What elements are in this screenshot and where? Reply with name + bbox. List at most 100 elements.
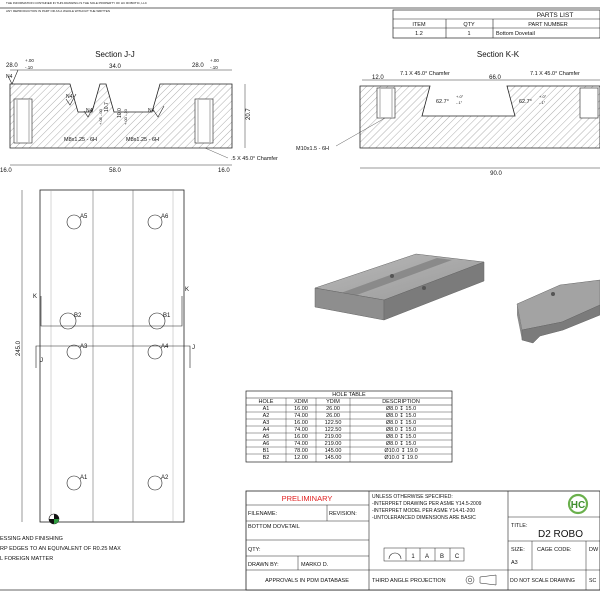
- cut-label-k-left: K: [33, 294, 37, 300]
- hole-table-cell: 16.00: [294, 406, 308, 412]
- hole-table-cell: 26.00: [326, 413, 340, 419]
- hole-marker: [148, 312, 166, 330]
- iso-hole: [551, 292, 555, 296]
- hole-a3: A3: [66, 344, 88, 360]
- proprietary-line-1: THE INFORMATION CONTAINED IN THIS DRAWIN…: [6, 1, 148, 5]
- fcf-cell: A: [425, 554, 429, 560]
- kk-thread: M10x1.5 - 6H: [296, 146, 329, 152]
- hole-table-cell: Ø8.0 ↧ 15.0: [386, 440, 416, 447]
- parts-list-cell: Bottom Dovetail: [496, 31, 535, 37]
- proprietary-notice: THE INFORMATION CONTAINED IN THIS DRAWIN…: [6, 1, 148, 13]
- surface-mark: N4: [86, 108, 93, 114]
- cut-label-j-left: J: [40, 358, 43, 364]
- iso-view-1: [314, 253, 485, 321]
- hole-table-cell: 219.00: [325, 434, 342, 440]
- hole-table-row: A2 74.00 26.00 Ø8.0 ↧ 15.0: [263, 412, 417, 419]
- note-line-1: ESSING AND FINISHING: [0, 536, 63, 542]
- parts-list-cell: 1: [467, 31, 470, 37]
- hole-table-col: YDIM: [326, 399, 340, 405]
- hole-table-cell: A4: [263, 427, 270, 433]
- kk-chamfer-right: 7.1 X 45.0° Chamfer: [530, 71, 580, 77]
- hole-table-cell: 74.00: [294, 427, 308, 433]
- projection-label: THIRD ANGLE PROJECTION: [372, 578, 446, 584]
- drawing-title: D2 ROBO: [538, 529, 583, 540]
- hole-table-cell: 145.00: [325, 455, 342, 461]
- hole-marker: [147, 475, 163, 491]
- hole-b1: B1: [148, 312, 171, 330]
- qty-label: QTY:: [248, 547, 261, 553]
- hole-a1: A1: [66, 475, 88, 491]
- hole-table-cell: 122.50: [325, 420, 342, 426]
- jj-dim-bottom-right: 16.0: [218, 168, 230, 174]
- hole-table-row: B2 12.00 145.00 Ø10.0 ↧ 19.0: [263, 454, 418, 461]
- fcf-cell: B: [440, 554, 444, 560]
- jj-dim-vert-a-tol: +.05 -.00: [98, 108, 103, 125]
- kk-chamfer-left: 7.1 X 45.0° Chamfer: [400, 71, 450, 77]
- drawn-by-value: MARKO D.: [301, 562, 329, 568]
- surface-mark: N4: [148, 108, 155, 114]
- hole-table-cell: 26.00: [326, 406, 340, 412]
- approvals-note: APPROVALS IN PDM DATABASE: [265, 578, 349, 584]
- jj-dim-vert-b-tol: +.00 -.10: [123, 108, 128, 125]
- parts-list-cell: 1.2: [415, 31, 423, 37]
- hole-table-cell: A2: [263, 413, 270, 419]
- hole-table-row: A5 16.00 219.00 Ø8.0 ↧ 15.0: [263, 433, 417, 440]
- kk-dim-total: 90.0: [490, 171, 502, 177]
- hole-label-a6: A6: [161, 214, 169, 220]
- jj-dim-tol: -.10: [210, 65, 218, 70]
- jj-thread-right: M8x1.25 - 6H: [126, 137, 159, 143]
- hole-table-cell: 219.00: [325, 441, 342, 447]
- hole-table-cell: A3: [263, 420, 270, 426]
- parts-list-col-item: ITEM: [412, 22, 426, 28]
- scale-label: SC: [589, 578, 596, 584]
- status-preliminary: PRELIMINARY: [282, 494, 333, 503]
- profile-icon: [388, 552, 402, 560]
- cut-label-k-right: K: [185, 287, 189, 293]
- size-value: A3: [511, 560, 518, 566]
- hole-table-row: A6 74.00 219.00 Ø8.0 ↧ 15.0: [263, 440, 417, 447]
- feature-control-frame: 1 A B C: [383, 547, 465, 562]
- hole-marker: [59, 312, 77, 330]
- hole-table-cell: 122.50: [325, 427, 342, 433]
- hole-table-cell: Ø8.0 ↧ 15.0: [386, 433, 416, 440]
- jj-dim-top-mid: 34.0: [109, 64, 121, 70]
- iso-hole: [390, 274, 394, 278]
- hole-table-cell: Ø8.0 ↧ 15.0: [386, 405, 416, 412]
- cut-label-j-right: J: [192, 345, 195, 351]
- size-label: SIZE:: [511, 547, 525, 553]
- hole-table-row: B1 78.00 145.00 Ø10.0 ↧ 19.0: [263, 447, 418, 454]
- parts-list: PARTS LIST ITEM QTY PART NUMBER 1.2 1 Bo…: [392, 9, 600, 39]
- kk-angle-tol: -.1°: [539, 100, 546, 105]
- surface-mark: N4: [6, 74, 13, 80]
- jj-dim-top-left: 28.0: [6, 63, 18, 69]
- do-not-scale-note: DO NOT SCALE DRAWING: [510, 578, 575, 584]
- hole-label-a4: A4: [161, 344, 169, 350]
- note-line-2: RP EDGES TO AN EQUIVALENT OF R0.25 MAX: [0, 546, 121, 552]
- hole-table-cell: B2: [263, 455, 270, 461]
- title-label: TITLE:: [511, 523, 528, 529]
- jj-dim-height: 20.7: [246, 108, 252, 120]
- fcf-cell: C: [455, 554, 460, 560]
- filename-value: BOTTOM DOVETAIL: [248, 524, 300, 530]
- proprietary-line-2: ANY REPRODUCTION IN PART OR AS A WHOLE W…: [6, 9, 110, 13]
- hole-table-cell: Ø8.0 ↧ 15.0: [386, 426, 416, 433]
- hole-table-cell: 74.00: [294, 413, 308, 419]
- fcf-cell: 1: [411, 554, 415, 560]
- hole-table-cell: 74.00: [294, 441, 308, 447]
- kk-dim-left: 12.0: [372, 75, 384, 81]
- revision-label: REVISION:: [329, 511, 357, 517]
- spec-line-4: -UNTOLERANCED DIMENSIONS ARE BASIC: [372, 515, 476, 521]
- hole-table-col: XDIM: [294, 399, 308, 405]
- kk-angle-left: 62.7°: [436, 99, 449, 105]
- hole-table-cell: 12.00: [294, 455, 308, 461]
- parts-list-title: PARTS LIST: [537, 12, 574, 19]
- section-jj: Section J-J 28.0 +.00 -.10 34.0 28.0 +.0…: [0, 50, 278, 174]
- title-block: PRELIMINARY FILENAME: REVISION: BOTTOM D…: [245, 490, 600, 591]
- jj-dim-vert-a: 10.7: [104, 102, 110, 112]
- jj-dim-top-right: 28.0: [192, 63, 204, 69]
- jj-dim-tol: +.00: [210, 58, 219, 63]
- hole-table-col: HOLE: [259, 399, 274, 405]
- hole-table-cell: B1: [263, 448, 270, 454]
